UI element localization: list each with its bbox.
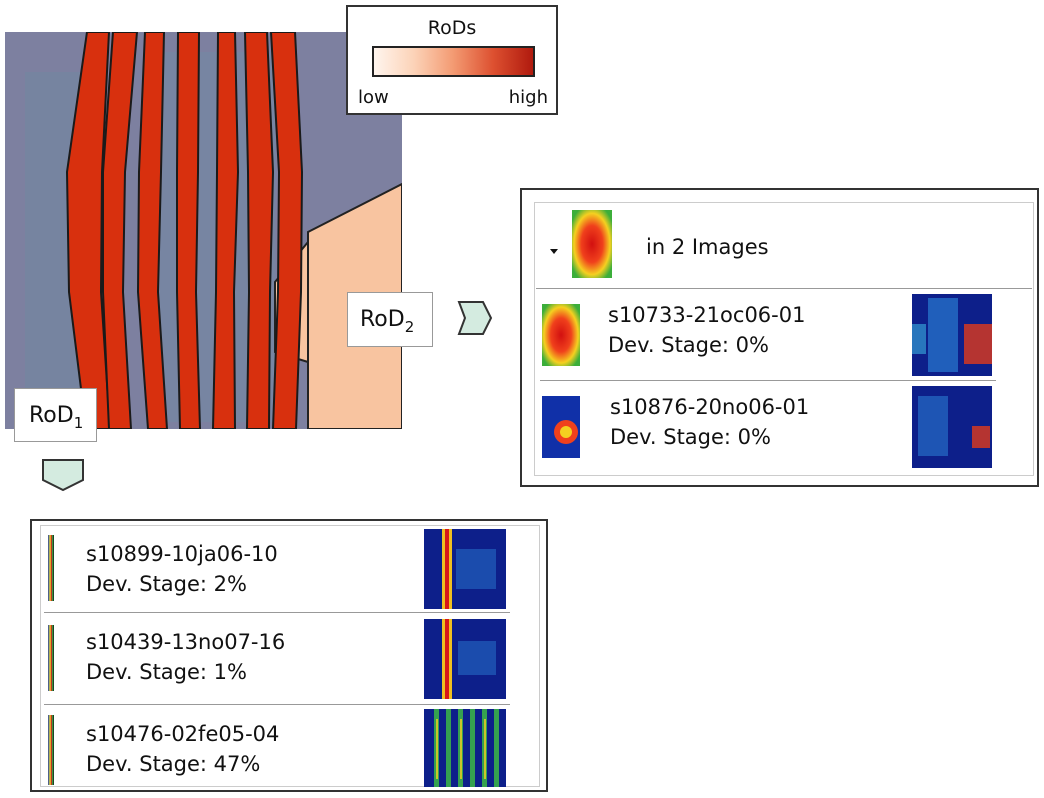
image-id: s10733-21oc06-01 — [608, 303, 806, 327]
dev-stage: Dev. Stage: 0% — [608, 333, 769, 357]
rod-thumbnail — [542, 396, 580, 458]
list-item[interactable]: s10876-20no06-01 Dev. Stage: 0% — [536, 384, 1016, 470]
rod1-label[interactable]: RoD1 — [14, 388, 97, 442]
image-id: s10439-13no07-16 — [86, 630, 286, 654]
dev-stage: Dev. Stage: 0% — [610, 425, 771, 449]
expand-right-arrow-icon[interactable] — [455, 296, 497, 340]
divider — [44, 612, 510, 613]
rod2-label-text: RoD — [360, 307, 405, 332]
rod1-label-subscript: 1 — [73, 414, 84, 432]
embryo-image[interactable] — [5, 31, 403, 430]
legend-low-label: low — [358, 87, 389, 108]
rod1-label-text: RoD — [29, 403, 74, 428]
expand-down-arrow-icon[interactable] — [40, 456, 84, 500]
legend-title: RoDs — [427, 17, 477, 39]
rod2-label[interactable]: RoD2 — [347, 292, 433, 347]
rod2-label-subscript: 2 — [404, 318, 415, 336]
image-thumbnail — [912, 386, 992, 468]
rod2-results-panel: in 2 Images s10733-21oc06-01 Dev. Stage:… — [520, 188, 1039, 487]
image-id: s10476-02fe05-04 — [86, 722, 280, 746]
list-item[interactable]: s10733-21oc06-01 Dev. Stage: 0% — [536, 292, 1016, 378]
rod-thumbnail — [48, 535, 54, 601]
image-thumbnail — [424, 709, 506, 787]
dev-stage: Dev. Stage: 2% — [86, 572, 247, 596]
rod1-stripe — [211, 31, 240, 430]
legend-high-label: high — [508, 87, 548, 108]
rod1-stripes — [65, 31, 304, 430]
rod1-results-list — [40, 525, 540, 787]
rod1-stripe — [243, 31, 275, 430]
image-id: s10876-20no06-01 — [610, 395, 810, 419]
legend-color-scale — [372, 46, 535, 77]
rod2-results-list — [534, 202, 1034, 476]
dev-stage: Dev. Stage: 1% — [86, 660, 247, 684]
collapse-caret-icon[interactable] — [550, 242, 560, 254]
list-item[interactable]: s10439-13no07-16 Dev. Stage: 1% — [44, 617, 514, 701]
dev-stage: Dev. Stage: 47% — [86, 752, 261, 776]
rod-thumbnail — [48, 715, 54, 785]
image-thumbnail — [912, 294, 992, 376]
divider — [540, 380, 996, 381]
rod-thumbnail — [48, 625, 54, 691]
divider — [44, 704, 510, 705]
rods-legend: RoDs low high — [346, 5, 558, 115]
group-thumbnail — [572, 210, 612, 278]
list-item[interactable]: s10899-10ja06-10 Dev. Stage: 2% — [44, 527, 514, 611]
rod-thumbnail — [542, 304, 580, 366]
image-id: s10899-10ja06-10 — [86, 542, 278, 566]
list-item[interactable]: s10476-02fe05-04 Dev. Stage: 47% — [44, 707, 514, 791]
rod1-results-panel: s10899-10ja06-10 Dev. Stage: 2% s10439-1… — [30, 519, 548, 792]
divider — [536, 288, 1032, 289]
image-thumbnail — [424, 619, 506, 699]
image-thumbnail — [424, 529, 506, 609]
group-count-label: in 2 Images — [646, 235, 769, 259]
rod1-stripe — [176, 31, 202, 430]
